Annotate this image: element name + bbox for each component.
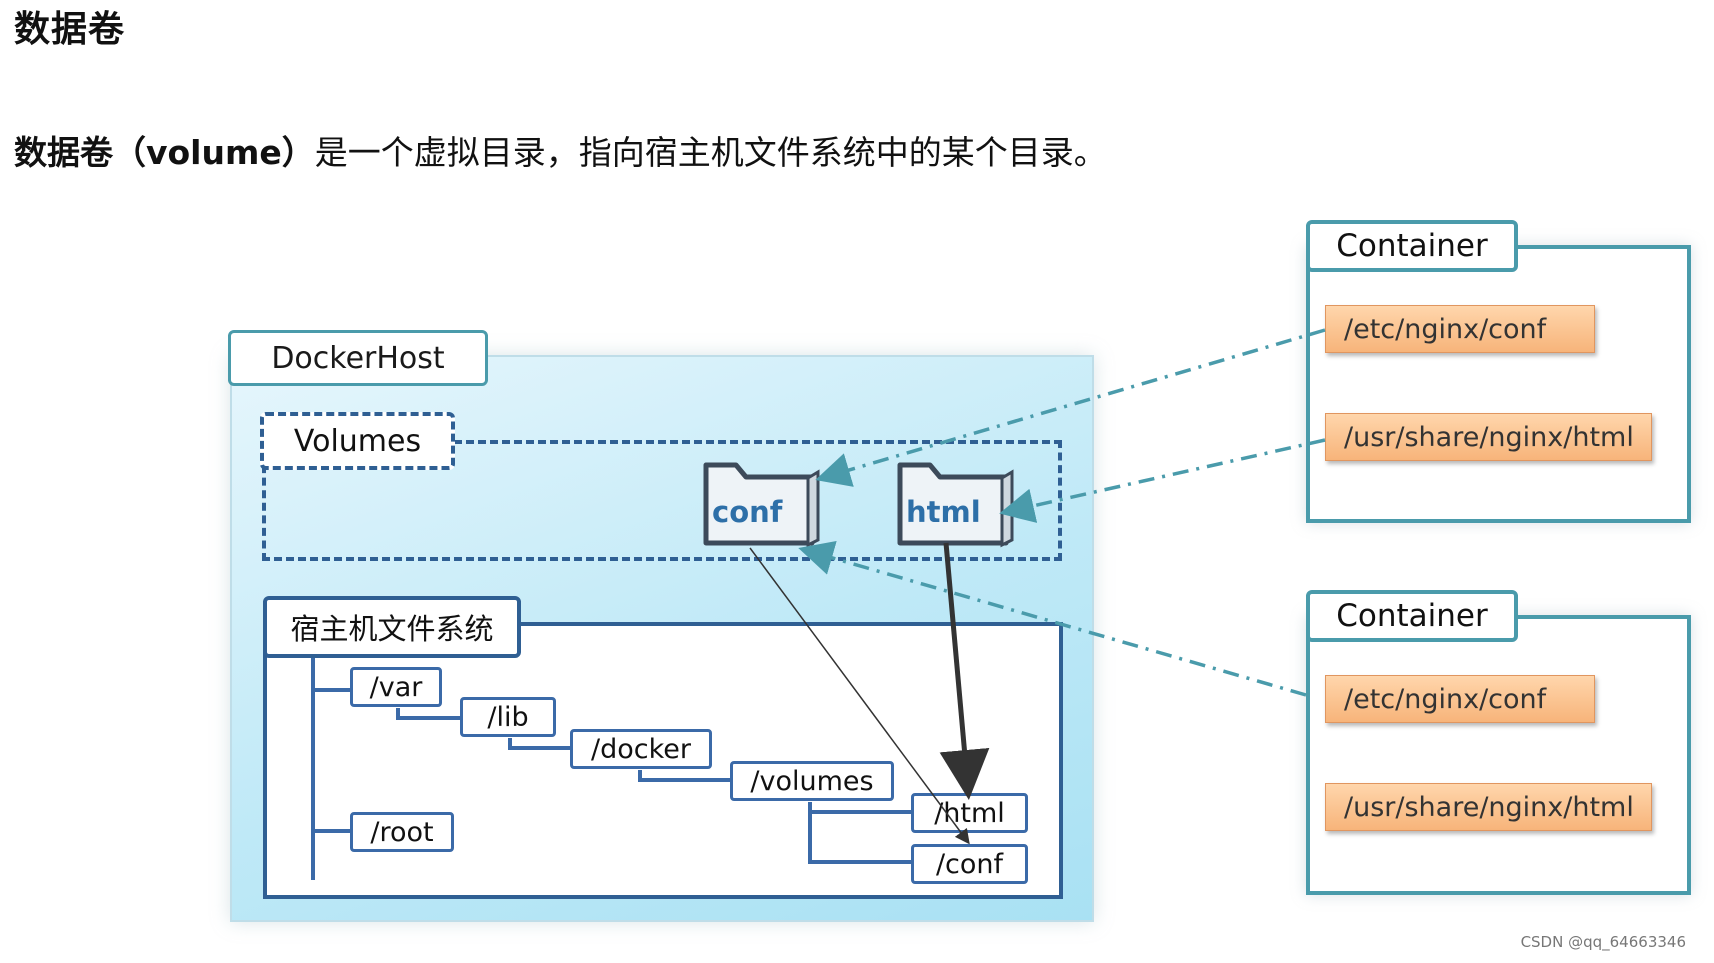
container-1-label: Container	[1306, 220, 1518, 272]
dir-docker: /docker	[570, 729, 712, 769]
container-1-box	[1306, 245, 1691, 523]
intro-sentence: 数据卷（volume）是一个虚拟目录，指向宿主机文件系统中的某个目录。	[14, 126, 1107, 174]
dir-conf: /conf	[911, 844, 1028, 884]
container-2-html-path: /usr/share/nginx/html	[1325, 783, 1652, 831]
volumes-label: Volumes	[260, 412, 455, 470]
conf-folder-label: conf	[712, 495, 783, 529]
html-folder-label: html	[906, 495, 981, 529]
html-folder-icon: html	[897, 462, 1014, 548]
watermark: CSDN @qq_64663346	[1520, 933, 1686, 951]
container-2-label: Container	[1306, 590, 1518, 642]
dir-volumes: /volumes	[730, 761, 894, 801]
dir-lib: /lib	[460, 697, 556, 737]
intro-bold-term: 数据卷（volume）	[14, 133, 315, 172]
container-1-conf-path: /etc/nginx/conf	[1325, 305, 1595, 353]
dir-var: /var	[350, 667, 442, 707]
container-1-html-path: /usr/share/nginx/html	[1325, 413, 1652, 461]
intro-rest: 是一个虚拟目录，指向宿主机文件系统中的某个目录。	[314, 133, 1107, 172]
host-filesystem-label: 宿主机文件系统	[263, 596, 521, 658]
conf-folder-icon: conf	[703, 462, 820, 548]
docker-host-label: DockerHost	[228, 330, 488, 386]
container-2-conf-path: /etc/nginx/conf	[1325, 675, 1595, 723]
container-2-box	[1306, 615, 1691, 895]
dir-root: /root	[350, 812, 454, 852]
page-heading: 数据卷	[14, 9, 126, 50]
